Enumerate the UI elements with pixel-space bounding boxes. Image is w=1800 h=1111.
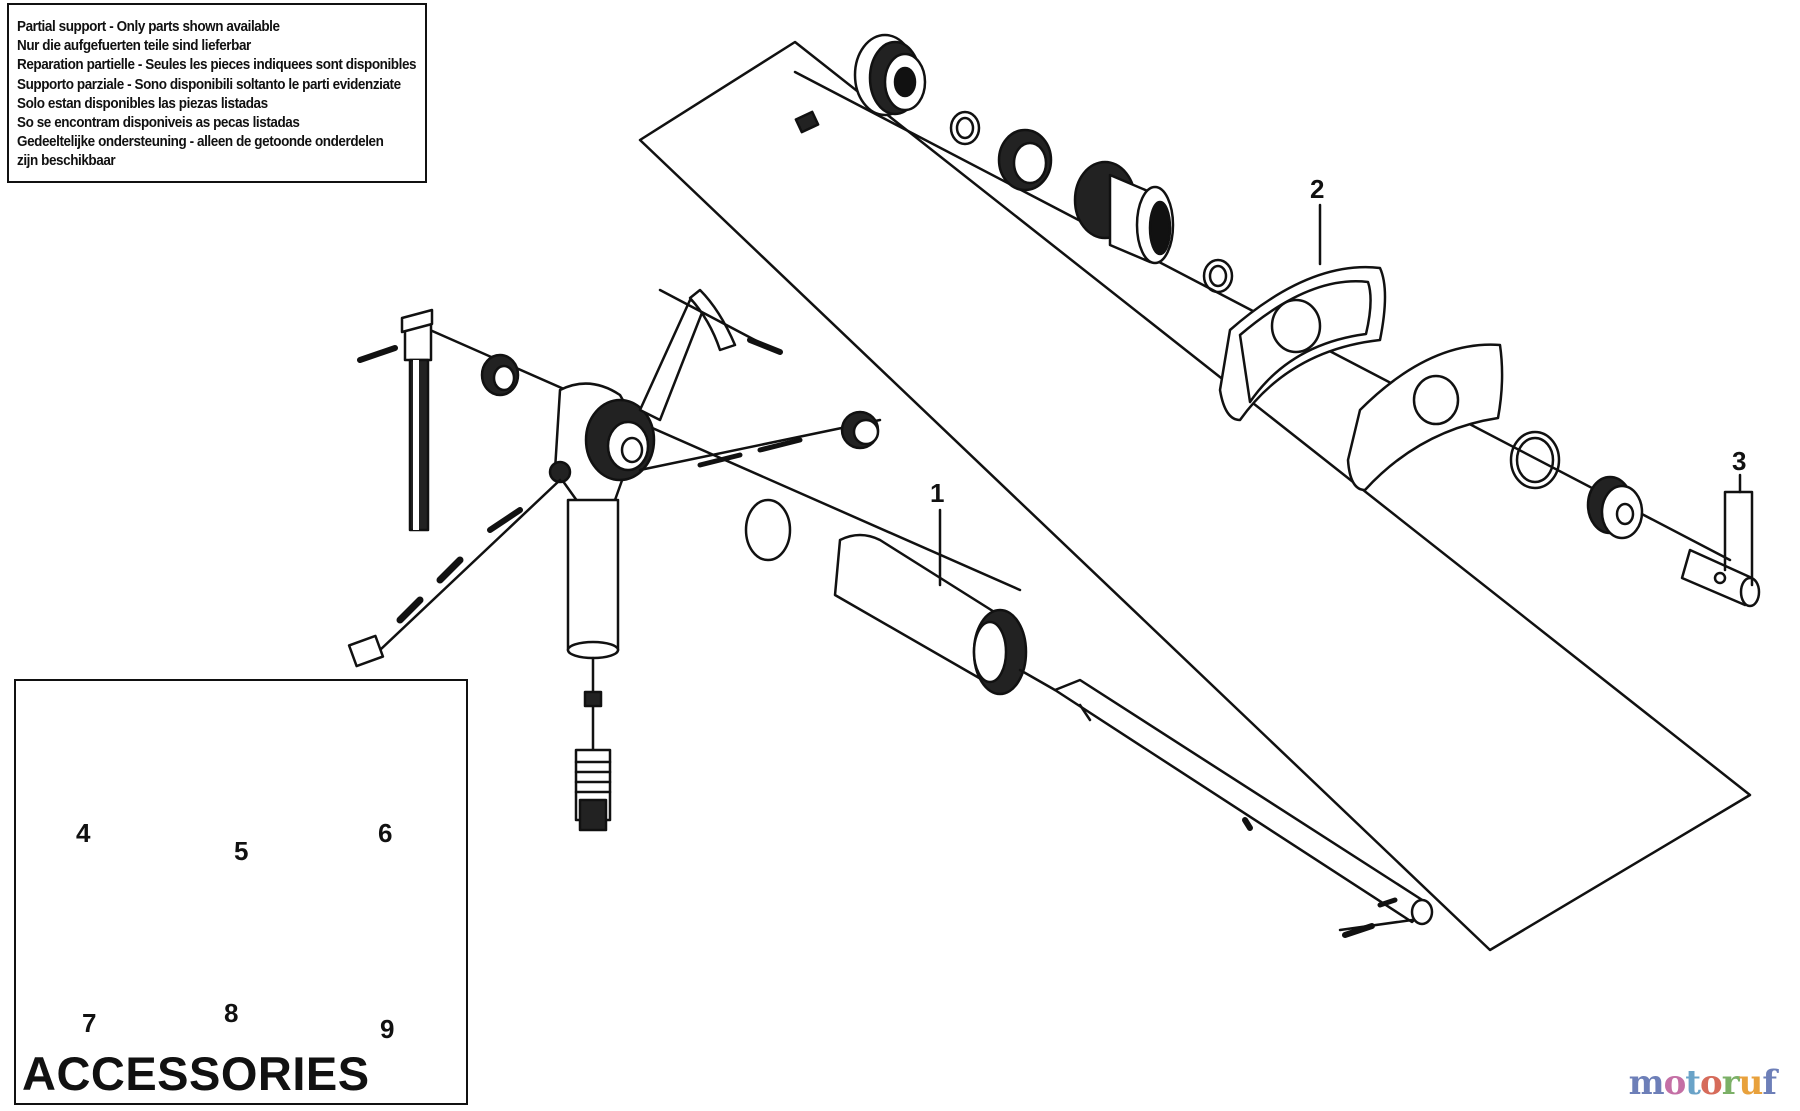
- housing-o-ring-part: [744, 498, 792, 562]
- callout-number-3: 3: [1732, 446, 1747, 476]
- notice-line-pt: So se encontram disponiveis as pecas lis…: [17, 115, 300, 132]
- small-nut-part: [583, 690, 603, 708]
- notice-line-es: Solo estan disponibles las piezas listad…: [17, 95, 268, 112]
- bushing-part: [480, 353, 520, 397]
- washer-part: [1202, 258, 1234, 294]
- notice-line-nl-2: zijn beschikbaar: [17, 153, 116, 170]
- spring-plug-part: [840, 410, 880, 450]
- watermark-letter: t: [1685, 1063, 1701, 1103]
- threaded-sleeve-part: [1073, 160, 1175, 265]
- motoruf-watermark-logo: motoruf: [1628, 1063, 1777, 1103]
- clamp-nut-part: [1586, 475, 1644, 540]
- watermark-letter: u: [1738, 1063, 1764, 1103]
- notice-line-fr: Reparation partielle - Seules les pieces…: [17, 57, 417, 74]
- seal-ring-part: [1509, 430, 1561, 490]
- long-bolt-part: [400, 308, 434, 532]
- notice-line-nl: Gedeeltelijke ondersteuning - alleen de …: [17, 134, 384, 151]
- notice-line-de: Nur die aufgefuerten teile sind lieferba…: [17, 38, 251, 55]
- small-spring-part: [757, 437, 803, 453]
- notice-line-it: Supporto parziale - Sono disponibili sol…: [17, 76, 401, 93]
- callout-number-2: 2: [1310, 174, 1325, 204]
- gear-head-part: [548, 382, 656, 660]
- backing-pad-part: [1218, 266, 1387, 422]
- accessory-number-9: 9: [380, 1014, 395, 1044]
- motor-housing-part: [853, 33, 927, 117]
- callout-number-1: 1: [930, 478, 945, 508]
- bearing-ring-part: [997, 128, 1053, 192]
- drive-shaft-part: [1053, 678, 1434, 926]
- watermark-letter: o: [1700, 1063, 1723, 1103]
- small-pin-part: [357, 345, 398, 363]
- accessories-box: ACCESSORIES: [14, 679, 468, 1105]
- air-fitting-part: [574, 748, 612, 832]
- lower-diagonal-line: [378, 478, 562, 652]
- shaft-axis-line: [1018, 668, 1057, 692]
- roll-pin-part: [1342, 923, 1375, 938]
- sleeve-pin-part: [1680, 548, 1761, 608]
- watermark-letter: f: [1762, 1063, 1777, 1103]
- watermark-letter: o: [1663, 1063, 1687, 1103]
- partial-support-notice: Partial support - Only parts shown avail…: [7, 3, 427, 183]
- valve-pin-part: [487, 507, 523, 533]
- side-axis-line: [638, 418, 882, 472]
- end-cap-part: [347, 634, 385, 668]
- small-screw-part: [794, 110, 820, 134]
- accessory-number-4: 4: [76, 818, 91, 848]
- watermark-letter: r: [1721, 1063, 1740, 1103]
- o-ring-part: [949, 110, 981, 146]
- grip-sleeve-part: [833, 533, 1028, 696]
- accessory-number-8: 8: [224, 998, 239, 1028]
- accessory-number-7: 7: [82, 1008, 97, 1038]
- accessory-number-5: 5: [234, 836, 249, 866]
- accessory-number-6: 6: [378, 818, 393, 848]
- watermark-letter: m: [1628, 1063, 1665, 1103]
- lever-arm-part: [638, 288, 783, 422]
- sanding-pad-part: [1346, 343, 1504, 492]
- notice-line-en: Partial support - Only parts shown avail…: [17, 19, 280, 35]
- assembly-outline: [638, 40, 1752, 952]
- accessories-title: ACCESSORIES: [22, 1047, 370, 1100]
- callout-bracket-3: [1723, 490, 1754, 587]
